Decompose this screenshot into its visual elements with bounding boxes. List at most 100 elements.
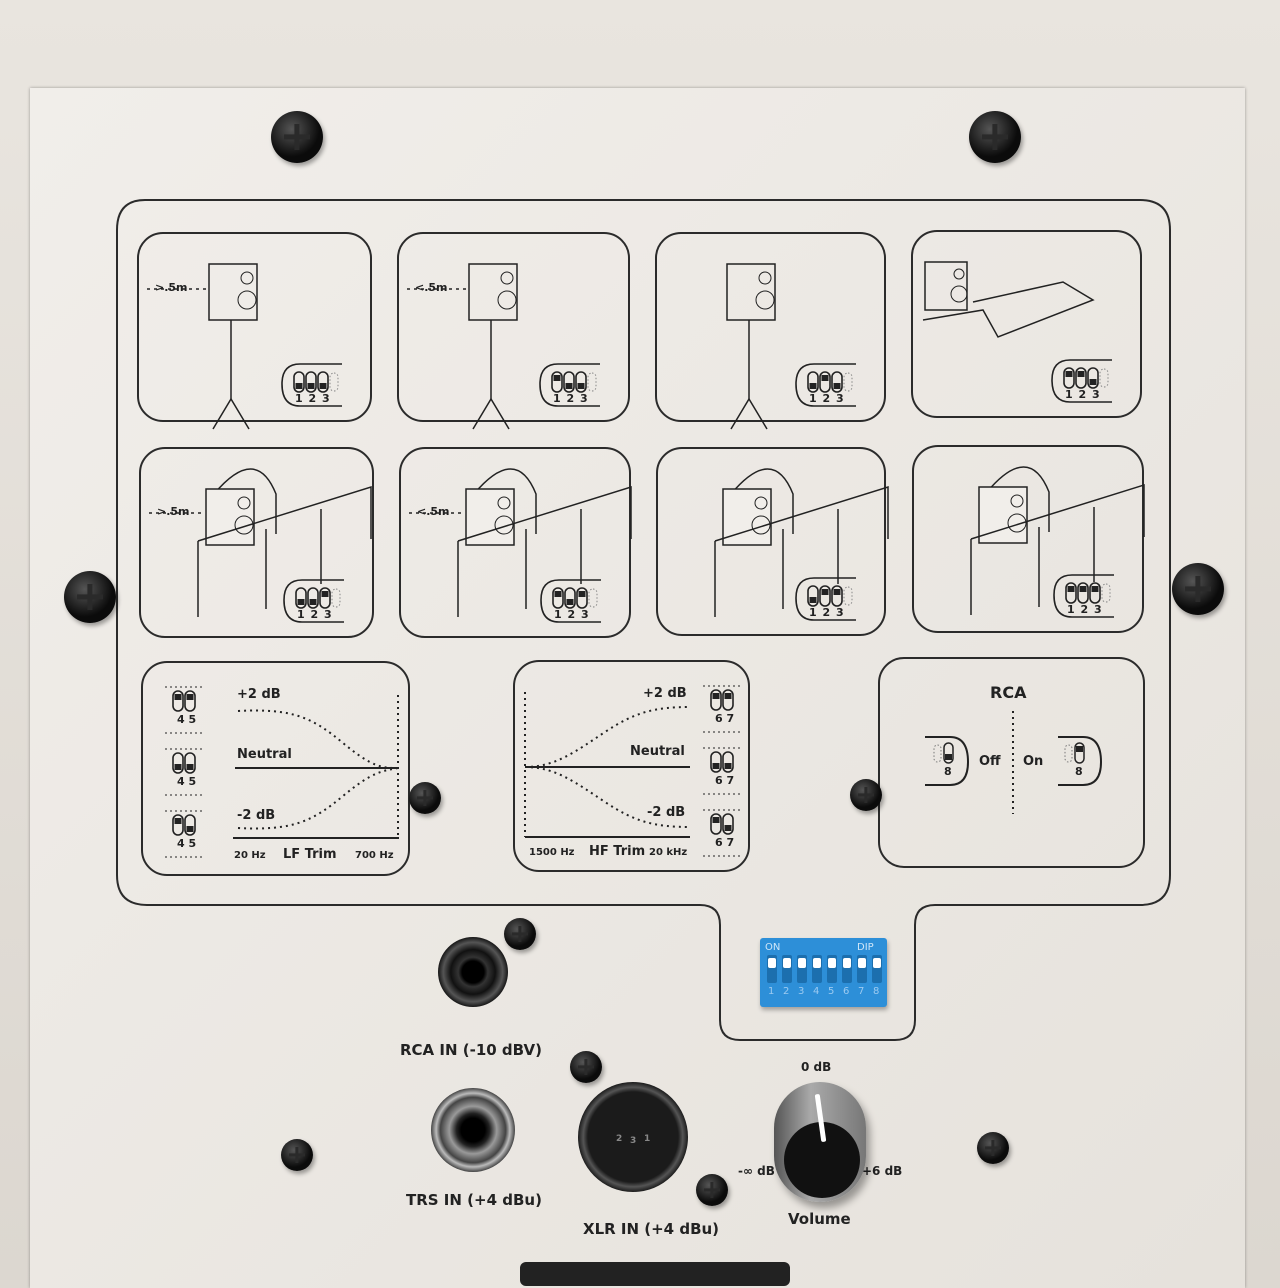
- placement-illustration: [726, 263, 856, 430]
- trs-input-jack[interactable]: [431, 1088, 515, 1172]
- lf-trim-card: 4 5 4 5 4 5 +2 dB Neutral -2 dB 20 Hz LF T…: [141, 661, 410, 876]
- dip-number: 7: [858, 986, 865, 997]
- rca-input-jack[interactable]: [438, 937, 508, 1007]
- trim-switch-icon: [703, 747, 743, 795]
- rca-off-label: Off: [979, 754, 1001, 769]
- placement-card: 1 2 3: [655, 232, 886, 430]
- volume-min-label: -∞ dB: [738, 1164, 775, 1178]
- screw-icon: [1172, 563, 1224, 615]
- trim-switch-numbers: 6 7: [715, 712, 735, 725]
- trim-switch-numbers: 4 5: [177, 775, 197, 788]
- trim-switch-numbers: 6 7: [715, 836, 735, 849]
- placement-card: 1 2 3: [912, 445, 1145, 633]
- distance-label: >.5m: [155, 281, 188, 294]
- dip-on-label: ON: [765, 942, 781, 953]
- placement-card: 1 2 3: [656, 447, 889, 636]
- dip-number: 5: [828, 986, 835, 997]
- xlr-input-jack[interactable]: 2 3 1: [578, 1082, 688, 1192]
- switch-setting-icon: [1064, 368, 1100, 388]
- placement-card: <.5m 1 2 3: [397, 232, 630, 430]
- switch-numbers: 1 2 3: [809, 606, 845, 619]
- placement-card: >.5m 1 2 3: [137, 232, 372, 430]
- xlr-input-label: XLR IN (+4 dBu): [583, 1220, 720, 1238]
- dip-key-6[interactable]: [842, 955, 852, 983]
- dip-key-2[interactable]: [782, 955, 792, 983]
- bottom-plate: [520, 1262, 790, 1286]
- dip-number: 8: [873, 986, 880, 997]
- lf-neutral-label: Neutral: [237, 747, 292, 762]
- switch-setting-icon: [552, 372, 588, 392]
- trim-switch-icon: [165, 748, 205, 796]
- trim-switch-icon: [165, 686, 205, 734]
- lf-trim-title: LF Trim: [283, 847, 337, 862]
- switch-setting-icon: [553, 588, 589, 608]
- rca-diagram: [925, 711, 1103, 814]
- lf-low-freq: 20 Hz: [234, 850, 266, 861]
- distance-label: >.5m: [157, 505, 190, 518]
- dip-key-8[interactable]: [872, 955, 882, 983]
- rca-on-switch-number: 8: [1075, 765, 1083, 778]
- dip-key-1[interactable]: [767, 955, 777, 983]
- hf-low-freq: 1500 Hz: [529, 847, 575, 858]
- placement-illustration: [922, 261, 1112, 403]
- rca-card: RCA 8 8 Off On: [878, 657, 1145, 868]
- switch-setting-icon: [808, 586, 844, 606]
- trs-input-label: TRS IN (+4 dBu): [406, 1191, 542, 1209]
- trim-switch-icon: [703, 809, 743, 857]
- hf-neutral-label: Neutral: [630, 744, 685, 759]
- xlr-pin-1: 1: [644, 1134, 651, 1144]
- screw-icon: [64, 571, 116, 623]
- switch-numbers: 1 2 3: [295, 392, 331, 405]
- placement-illustration: [407, 263, 600, 430]
- switch-setting-icon: [296, 588, 332, 608]
- hf-trim-title: HF Trim: [589, 844, 646, 859]
- volume-plus-label: +6 dB: [862, 1164, 903, 1178]
- lf-plus-label: +2 dB: [237, 687, 281, 702]
- distance-label: <.5m: [417, 505, 450, 518]
- switch-numbers: 1 2 3: [1067, 603, 1103, 616]
- screw-icon: [977, 1132, 1009, 1164]
- placement-illustration: [714, 468, 889, 621]
- dip-key-7[interactable]: [857, 955, 867, 983]
- lf-minus-label: -2 dB: [237, 808, 276, 823]
- trim-switch-icon: [703, 685, 743, 733]
- placement-illustration: [149, 468, 372, 623]
- dip-key-5[interactable]: [827, 955, 837, 983]
- dip-key-4[interactable]: [812, 955, 822, 983]
- placement-illustration: [970, 466, 1145, 618]
- volume-knob[interactable]: [774, 1082, 866, 1202]
- dip-key-3[interactable]: [797, 955, 807, 983]
- screw-icon: [281, 1139, 313, 1171]
- rca-input-label: RCA IN (-10 dBV): [400, 1041, 542, 1059]
- lf-trim-curves: [233, 695, 399, 839]
- trim-switch-numbers: 4 5: [177, 713, 197, 726]
- placement-illustration: [409, 468, 632, 623]
- switch-numbers: 1 2 3: [554, 608, 590, 621]
- screw-icon: [696, 1174, 728, 1206]
- rca-off-switch-number: 8: [944, 765, 952, 778]
- rca-on-label: On: [1023, 754, 1044, 769]
- screw-icon: [850, 779, 882, 811]
- trim-switch-numbers: 4 5: [177, 837, 197, 850]
- xlr-pin-3: 3: [630, 1136, 637, 1146]
- screw-icon: [271, 111, 323, 163]
- switch-numbers: 1 2 3: [553, 392, 589, 405]
- screw-icon: [570, 1051, 602, 1083]
- hf-trim-curves: [524, 692, 691, 838]
- placement-illustration: [147, 263, 342, 430]
- volume-label: Volume: [788, 1210, 851, 1228]
- hf-plus-label: +2 dB: [643, 686, 687, 701]
- distance-label: <.5m: [415, 281, 448, 294]
- switch-numbers: 1 2 3: [297, 608, 333, 621]
- dip-number: 1: [768, 986, 775, 997]
- trim-switch-icon: [165, 810, 205, 858]
- screw-icon: [504, 918, 536, 950]
- trim-switch-numbers: 6 7: [715, 774, 735, 787]
- switch-setting-icon: [1066, 583, 1102, 603]
- switch-numbers: 1 2 3: [1065, 388, 1101, 401]
- hf-high-freq: 20 kHz: [649, 847, 688, 858]
- dip-number: 4: [813, 986, 820, 997]
- dip-number: 2: [783, 986, 790, 997]
